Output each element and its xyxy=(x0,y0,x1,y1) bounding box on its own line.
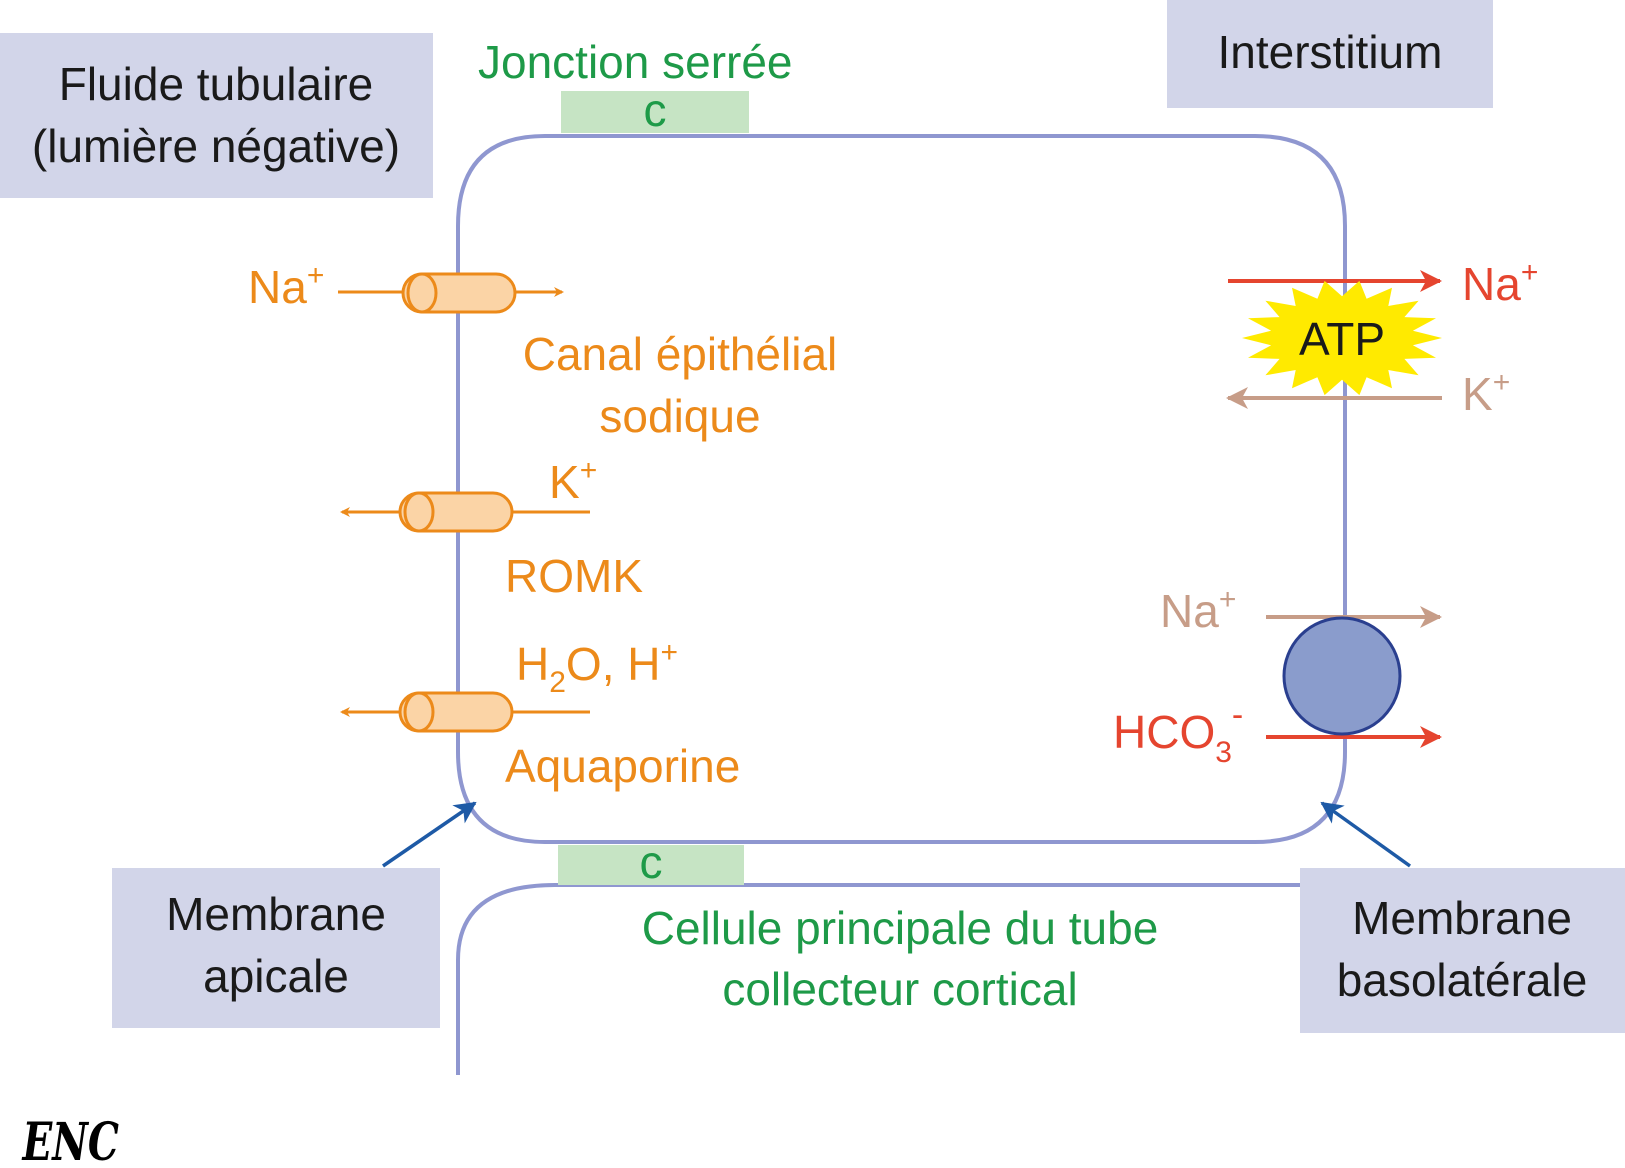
aquaporin-ion-label: H2O, H+ xyxy=(516,636,678,699)
enac-charge: + xyxy=(307,259,325,292)
cotransporter xyxy=(1282,616,1402,736)
enac-ion: Na xyxy=(248,261,307,313)
basolateral-label-line2: basolatérale xyxy=(1337,954,1588,1006)
neighbor-cell-membrane xyxy=(456,883,1300,1075)
aqp-charge: + xyxy=(660,636,678,669)
enac-ion-label: Na+ xyxy=(248,259,324,313)
pump-k-ion: K xyxy=(1462,368,1493,420)
cell-title-line2: collecteur cortical xyxy=(722,963,1077,1015)
pump-k-label: K+ xyxy=(1462,366,1510,420)
romk-channel xyxy=(340,491,590,533)
romk-ion-label: K+ xyxy=(549,454,597,508)
tight-junction-title: Jonction serrée xyxy=(478,36,793,88)
lumen-label-line2: (lumière négative) xyxy=(32,120,400,172)
lumen-label-line1: Fluide tubulaire xyxy=(59,58,374,110)
pump-na-charge: + xyxy=(1521,256,1539,289)
aqp-h: H xyxy=(516,638,549,690)
atp-label: ATP xyxy=(1299,313,1385,365)
enac-channel xyxy=(338,272,564,314)
apical-membrane-box: Membrane apicale xyxy=(112,868,440,1028)
tight-junction-bottom: c xyxy=(558,836,744,888)
cell-title-line1: Cellule principale du tube xyxy=(642,902,1159,954)
cell-membrane xyxy=(456,134,1347,844)
signature-mark: ENC xyxy=(21,1111,119,1168)
pump-na-label: Na+ xyxy=(1462,256,1538,310)
tight-junction-bottom-mark: c xyxy=(640,836,663,888)
cotransport-na-label: Na+ xyxy=(1160,583,1236,637)
hco3-base: HCO xyxy=(1113,706,1215,758)
hco3-sub: 3 xyxy=(1215,736,1232,769)
tight-junction-top-mark: c xyxy=(644,84,667,136)
pump-na-ion: Na xyxy=(1462,258,1521,310)
tight-junction-top: c xyxy=(561,84,749,136)
atp-burst xyxy=(1242,280,1442,396)
lumen-box: Fluide tubulaire (lumière négative) xyxy=(0,33,433,198)
romk-name: ROMK xyxy=(505,550,643,602)
cotransport-hco3-label: HCO3- xyxy=(1113,696,1243,769)
romk-ion: K xyxy=(549,456,580,508)
aquaporin-channel xyxy=(340,691,590,733)
enac-name-line2: sodique xyxy=(599,390,760,442)
basolateral-label-line1: Membrane xyxy=(1352,892,1572,944)
aqp-rest: O, H xyxy=(566,638,661,690)
basolateral-pointer-arrow xyxy=(1320,801,1412,868)
basolateral-membrane-box: Membrane basolatérale xyxy=(1300,868,1625,1033)
aquaporin-name: Aquaporine xyxy=(505,740,740,792)
enac-name-line1: Canal épithélial xyxy=(523,328,838,380)
cotransport-na-ion: Na xyxy=(1160,585,1219,637)
hco3-charge: - xyxy=(1232,696,1243,734)
interstitium-box: Interstitium xyxy=(1167,0,1493,108)
pump-k-charge: + xyxy=(1493,366,1511,399)
aqp-sub: 2 xyxy=(549,666,566,699)
apical-label-line2: apicale xyxy=(203,950,349,1002)
apical-label-line1: Membrane xyxy=(166,888,386,940)
romk-charge: + xyxy=(580,454,598,487)
interstitium-label: Interstitium xyxy=(1218,26,1443,78)
apical-pointer-arrow xyxy=(382,801,477,868)
cotransport-na-charge: + xyxy=(1219,583,1237,616)
